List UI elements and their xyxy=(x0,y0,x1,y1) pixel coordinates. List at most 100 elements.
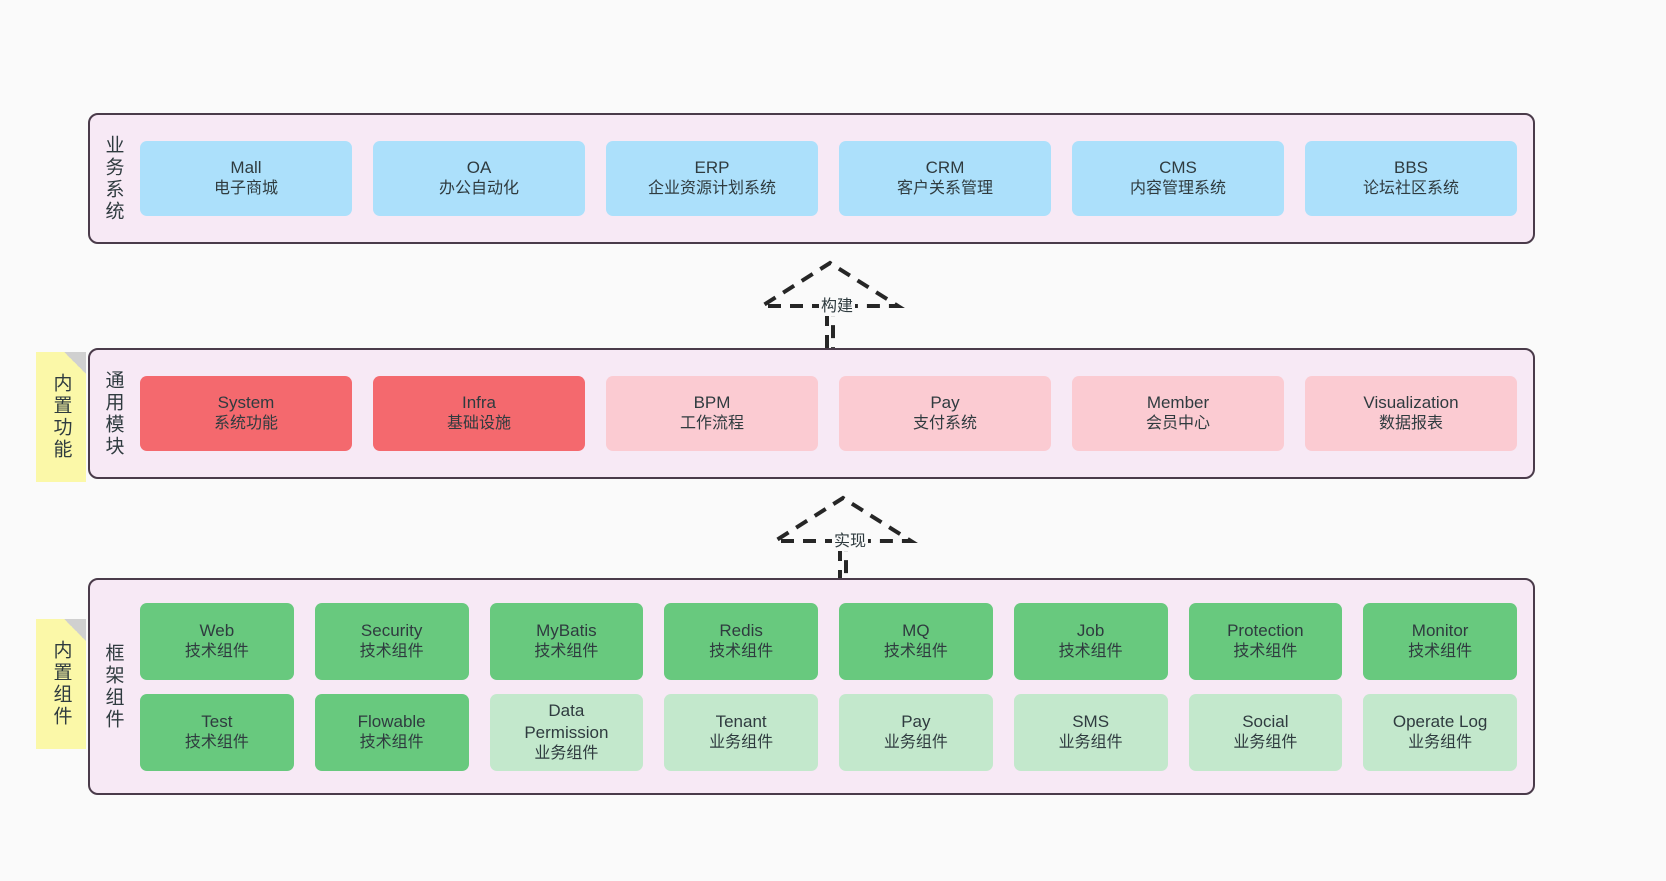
layer-label-framework-components: 框架组件 xyxy=(102,642,124,731)
component-subtitle: 业务组件 xyxy=(883,733,948,751)
component-box-oa[interactable]: OA 办公自动化 xyxy=(373,141,585,216)
layer-label-common-modules: 通用模块 xyxy=(102,369,124,458)
component-box-crm[interactable]: CRM 客户关系管理 xyxy=(839,141,1051,216)
component-row: Mall 电子商城 OA 办公自动化 ERP 企业资源计划系统 CRM 客户关系… xyxy=(140,141,1517,216)
component-title: Redis xyxy=(719,620,763,640)
component-subtitle: 论坛社区系统 xyxy=(1362,180,1459,198)
component-title: Test xyxy=(201,711,233,731)
component-subtitle: 支付系统 xyxy=(912,415,977,433)
component-title: Pay xyxy=(930,393,960,413)
component-title: CRM xyxy=(925,158,965,178)
component-box-web[interactable]: Web 技术组件 xyxy=(140,602,294,680)
component-row-business: Test 技术组件 Flowable 技术组件 Data Permission … xyxy=(140,693,1517,771)
component-subtitle: 办公自动化 xyxy=(438,180,519,198)
layer-body-business-systems: Mall 电子商城 OA 办公自动化 ERP 企业资源计划系统 CRM 客户关系… xyxy=(136,115,1533,242)
component-title: Social xyxy=(1242,711,1289,731)
component-box-pay[interactable]: Pay 支付系统 xyxy=(839,376,1051,451)
component-subtitle: 内容管理系统 xyxy=(1129,180,1226,198)
component-box-bbs[interactable]: BBS 论坛社区系统 xyxy=(1305,141,1517,216)
component-box-pay-business[interactable]: Pay 业务组件 xyxy=(839,693,993,771)
component-title: CMS xyxy=(1159,158,1197,178)
component-subtitle: 业务组件 xyxy=(1408,733,1473,751)
component-title: SMS xyxy=(1072,711,1110,731)
component-title: Tenant xyxy=(715,711,767,731)
component-subtitle: 数据报表 xyxy=(1378,415,1443,433)
component-title: Protection xyxy=(1227,620,1304,640)
component-box-test[interactable]: Test 技术组件 xyxy=(140,693,294,771)
sticky-note-label: 内置组件 xyxy=(50,640,72,728)
component-subtitle: 基础设施 xyxy=(446,415,511,433)
component-box-mybatis[interactable]: MyBatis 技术组件 xyxy=(489,602,644,680)
component-title: Pay xyxy=(901,711,931,731)
component-subtitle: 技术组件 xyxy=(534,642,599,660)
component-box-bpm[interactable]: BPM 工作流程 xyxy=(606,376,818,451)
component-title: Member xyxy=(1146,393,1210,413)
component-subtitle: 技术组件 xyxy=(1408,642,1473,660)
component-box-cms[interactable]: CMS 内容管理系统 xyxy=(1072,141,1284,216)
component-title: OA xyxy=(466,158,492,178)
sticky-note-label: 内置功能 xyxy=(50,373,72,461)
component-subtitle: 技术组件 xyxy=(1233,642,1298,660)
component-box-system[interactable]: System 系统功能 xyxy=(140,376,352,451)
component-title: Operate Log xyxy=(1392,711,1488,731)
component-subtitle: 技术组件 xyxy=(359,733,424,751)
layer-body-framework-components: Web 技术组件 Security 技术组件 MyBatis 技术组件 Redi… xyxy=(136,580,1533,793)
component-box-sms[interactable]: SMS 业务组件 xyxy=(1013,693,1168,771)
component-title: Flowable xyxy=(357,711,426,731)
component-box-erp[interactable]: ERP 企业资源计划系统 xyxy=(606,141,818,216)
component-title: Web xyxy=(199,620,235,640)
component-box-data-permission[interactable]: Data Permission 业务组件 xyxy=(489,693,644,771)
layer-body-common-modules: System 系统功能 Infra 基础设施 BPM 工作流程 Pay 支付系统… xyxy=(136,350,1533,477)
component-box-visualization[interactable]: Visualization 数据报表 xyxy=(1305,376,1517,451)
component-box-redis[interactable]: Redis 技术组件 xyxy=(664,602,818,680)
component-subtitle: 企业资源计划系统 xyxy=(647,180,776,198)
component-title: BPM xyxy=(693,393,731,413)
component-title: BBS xyxy=(1393,158,1429,178)
component-box-job[interactable]: Job 技术组件 xyxy=(1013,602,1168,680)
component-title: Visualization xyxy=(1363,393,1459,413)
component-title: ERP xyxy=(694,158,730,178)
component-box-security[interactable]: Security 技术组件 xyxy=(314,602,469,680)
component-box-infra[interactable]: Infra 基础设施 xyxy=(373,376,585,451)
component-title: Data Permission xyxy=(524,701,609,742)
component-box-mq[interactable]: MQ 技术组件 xyxy=(839,602,993,680)
layer-panel-framework-components: 框架组件 Web 技术组件 Security 技术组件 MyBatis 技术组件… xyxy=(88,578,1535,795)
component-subtitle: 技术组件 xyxy=(184,642,249,660)
component-title: System xyxy=(217,393,275,413)
connector-implement: 实现 xyxy=(768,493,920,583)
sticky-note-builtin-functions: 内置功能 xyxy=(36,352,86,482)
component-box-mall[interactable]: Mall 电子商城 xyxy=(140,141,352,216)
layer-label-business-systems: 业务系统 xyxy=(102,134,124,223)
component-subtitle: 技术组件 xyxy=(184,733,249,751)
component-subtitle: 系统功能 xyxy=(213,415,278,433)
component-subtitle: 技术组件 xyxy=(709,642,774,660)
component-row: System 系统功能 Infra 基础设施 BPM 工作流程 Pay 支付系统… xyxy=(140,376,1517,451)
component-title: Security xyxy=(360,620,423,640)
component-subtitle: 业务组件 xyxy=(709,733,774,751)
layer-panel-common-modules: 通用模块 System 系统功能 Infra 基础设施 BPM 工作流程 Pay… xyxy=(88,348,1535,479)
component-subtitle: 技术组件 xyxy=(359,642,424,660)
component-box-member[interactable]: Member 会员中心 xyxy=(1072,376,1284,451)
component-box-flowable[interactable]: Flowable 技术组件 xyxy=(314,693,469,771)
component-title: Mall xyxy=(230,158,262,178)
component-subtitle: 客户关系管理 xyxy=(896,180,993,198)
component-subtitle: 业务组件 xyxy=(1233,733,1298,751)
component-box-protection[interactable]: Protection 技术组件 xyxy=(1188,602,1343,680)
component-subtitle: 工作流程 xyxy=(679,415,744,433)
component-subtitle: 业务组件 xyxy=(1058,733,1123,751)
component-subtitle: 会员中心 xyxy=(1145,415,1210,433)
connector-build: 构建 xyxy=(755,258,907,348)
layer-panel-business-systems: 业务系统 Mall 电子商城 OA 办公自动化 ERP 企业资源计划系统 CRM… xyxy=(88,113,1535,244)
component-row-technical: Web 技术组件 Security 技术组件 MyBatis 技术组件 Redi… xyxy=(140,602,1517,680)
component-subtitle: 电子商城 xyxy=(213,180,278,198)
component-subtitle: 技术组件 xyxy=(883,642,948,660)
component-title: Monitor xyxy=(1411,620,1469,640)
sticky-note-builtin-components: 内置组件 xyxy=(36,619,86,749)
component-box-tenant[interactable]: Tenant 业务组件 xyxy=(664,693,818,771)
component-title: MQ xyxy=(902,620,930,640)
component-box-social[interactable]: Social 业务组件 xyxy=(1188,693,1343,771)
component-box-operate-log[interactable]: Operate Log 业务组件 xyxy=(1363,693,1517,771)
component-subtitle: 技术组件 xyxy=(1058,642,1123,660)
component-box-monitor[interactable]: Monitor 技术组件 xyxy=(1363,602,1517,680)
